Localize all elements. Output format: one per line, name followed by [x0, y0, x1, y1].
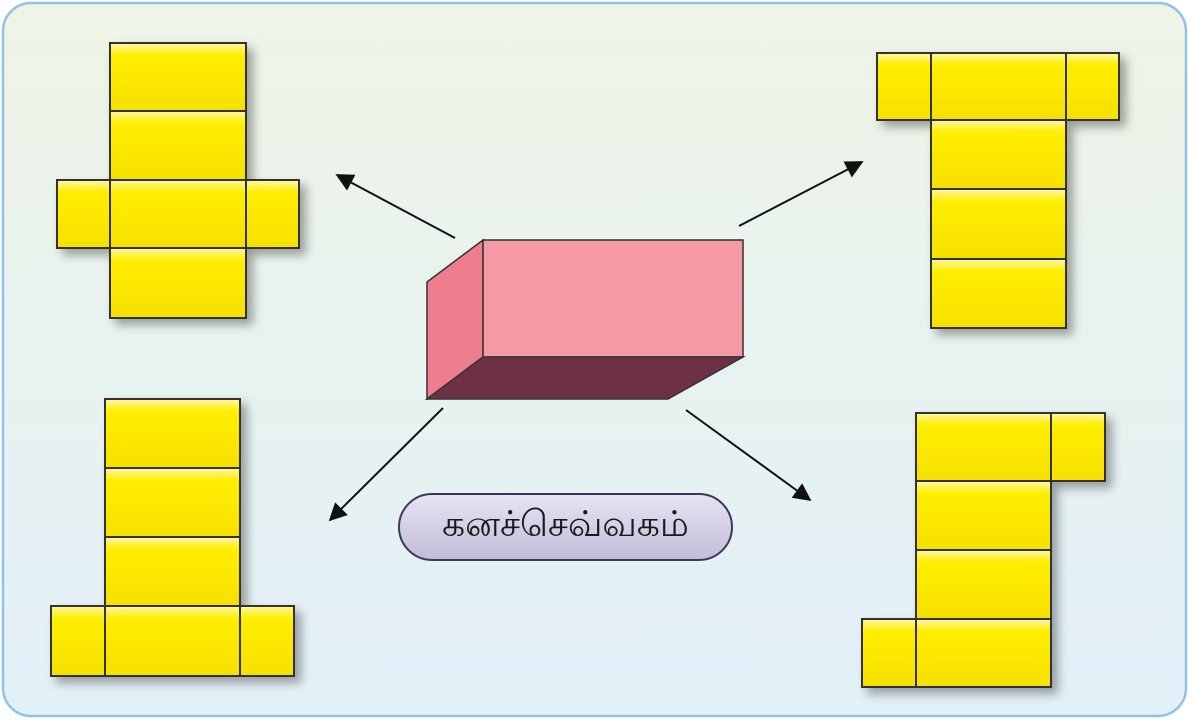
- arrow-to-bottom-right-net: [685, 409, 812, 502]
- net-face: [104, 605, 241, 677]
- net-face: [109, 110, 247, 181]
- net-face: [930, 119, 1067, 190]
- arrow-to-top-right-net: [738, 161, 864, 227]
- net-top-right: [876, 52, 1120, 329]
- arrow-to-top-left-net: [335, 174, 456, 239]
- net-bottom-right: [861, 412, 1106, 688]
- cuboid-bottom-face: [424, 356, 746, 400]
- cuboid-label: கனச்செவ்வகம்: [398, 493, 733, 561]
- arrow-to-bottom-left-net: [328, 407, 444, 522]
- net-face: [930, 188, 1067, 260]
- cuboid: [424, 238, 746, 401]
- net-top-left: [56, 42, 300, 319]
- cuboid-label-text: கனச்செவ்வகம்: [442, 504, 689, 545]
- net-face: [239, 605, 295, 677]
- net-face: [104, 536, 241, 607]
- net-face: [915, 412, 1052, 482]
- net-face: [109, 42, 247, 112]
- net-face: [56, 179, 111, 249]
- net-face: [50, 605, 106, 677]
- net-face: [915, 480, 1052, 551]
- cuboid-front-face: [482, 239, 744, 358]
- net-face: [1050, 412, 1106, 482]
- net-face: [915, 549, 1052, 620]
- net-face: [104, 467, 241, 538]
- net-face: [930, 52, 1067, 121]
- net-face: [876, 52, 932, 121]
- net-face: [915, 618, 1052, 688]
- net-face: [1065, 52, 1120, 121]
- net-face: [109, 247, 247, 319]
- net-face: [930, 258, 1067, 329]
- net-bottom-left: [50, 398, 295, 677]
- net-face: [861, 618, 917, 688]
- net-face: [104, 398, 241, 469]
- net-face: [109, 179, 247, 249]
- net-face: [245, 179, 300, 249]
